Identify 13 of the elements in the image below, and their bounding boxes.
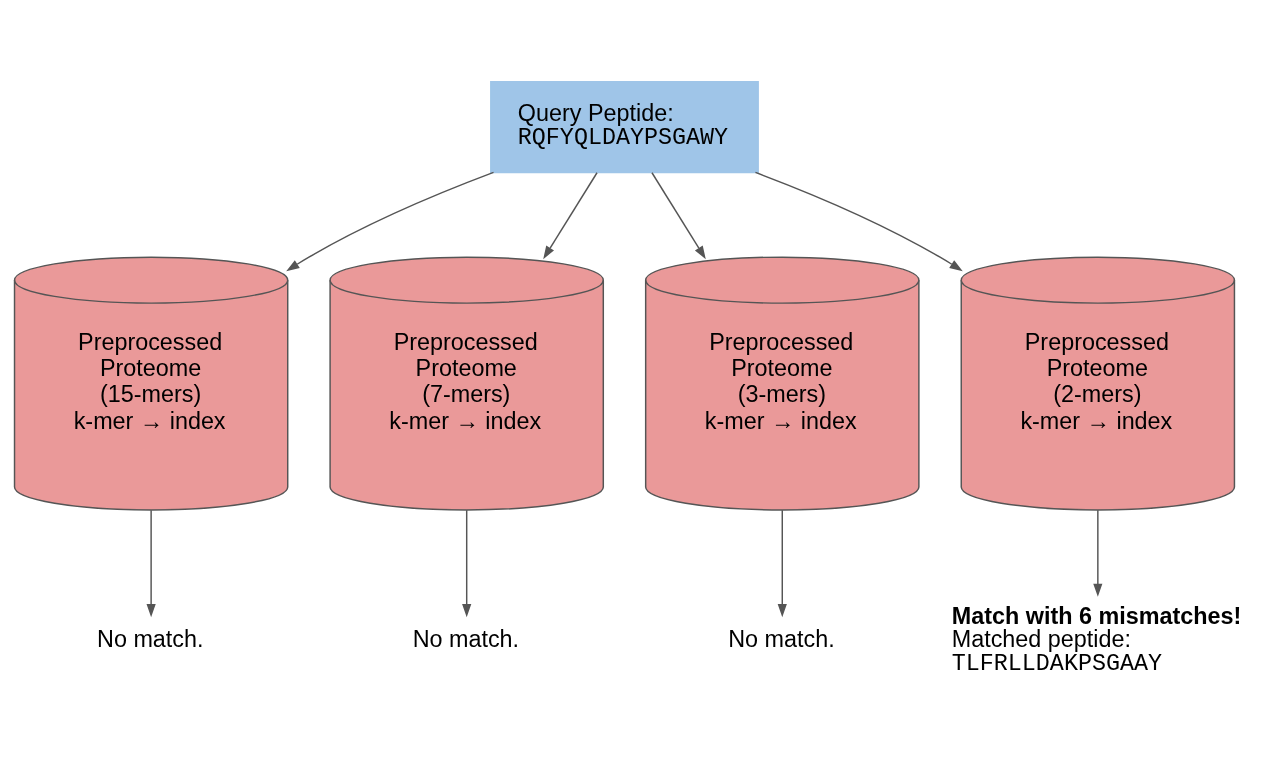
- arrow: [651, 171, 706, 259]
- node-text: No match.: [412, 625, 520, 652]
- arrow: [146, 509, 156, 617]
- arrow: [777, 509, 787, 617]
- arrow: [754, 171, 963, 271]
- node-text: No match.: [97, 625, 204, 652]
- arrow: [462, 509, 472, 617]
- node-text: Match with 6 mismatches! Matched peptide: TLFRLLDAKPSGAAY: [951, 602, 1242, 677]
- node-box: Query Peptide: RQFYQLDAYPSGAWY: [490, 80, 759, 173]
- arrow: [543, 171, 598, 259]
- arrow: [1093, 509, 1103, 597]
- node-text: No match.: [728, 625, 835, 652]
- arrow: [286, 171, 495, 271]
